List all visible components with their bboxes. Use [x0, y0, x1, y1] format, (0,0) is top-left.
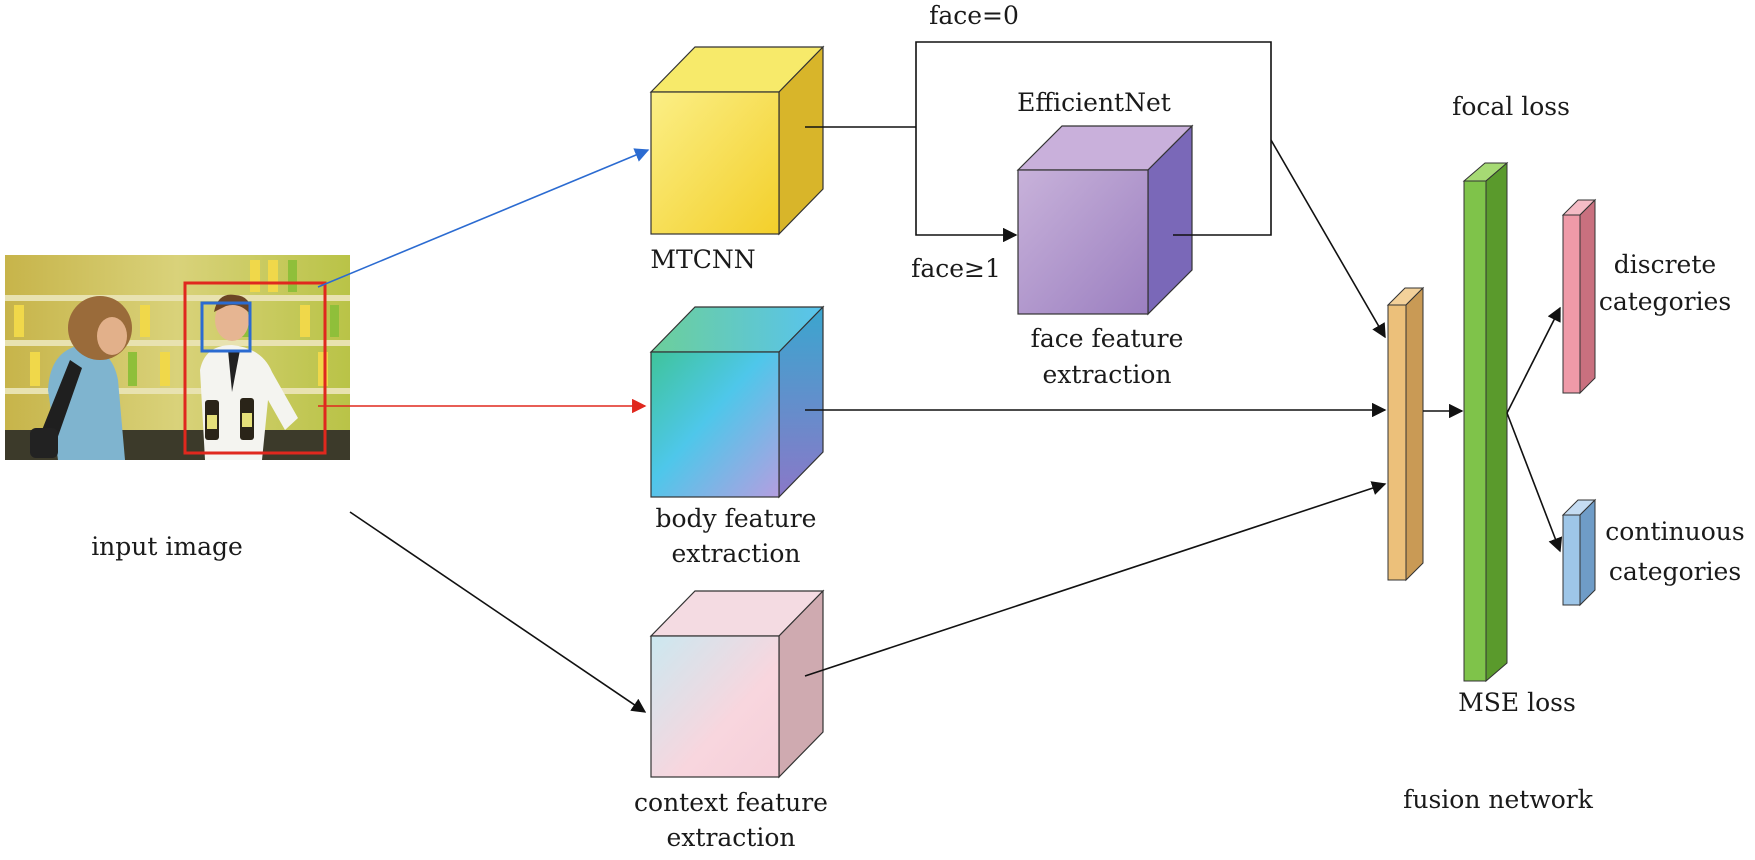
mtcnn-label: MTCNN	[650, 245, 755, 274]
fusion-layer	[1386, 286, 1425, 582]
continuous-label: continuous	[1605, 517, 1744, 546]
face-zero-label: face=0	[929, 1, 1019, 30]
face-zero-path	[915, 41, 1272, 236]
focal-loss-label: focal loss	[1452, 92, 1570, 121]
efficientnet-label: EfficientNet	[1017, 88, 1171, 117]
arrow-context-to-fusion	[804, 481, 1387, 677]
continuous-categories-layer	[1561, 498, 1597, 607]
context-feature-label-2: extraction	[667, 823, 796, 852]
loss-layer	[1462, 161, 1509, 683]
context-feature-label: context feature	[634, 788, 828, 817]
continuous-label-2: categories	[1609, 557, 1741, 586]
arrow-input-to-mtcnn	[317, 148, 650, 288]
body-feature-label-2: extraction	[672, 539, 801, 568]
arrow-loss-to-continuous	[1506, 412, 1563, 553]
body-feature-label: body feature	[656, 504, 817, 533]
arrow-loss-to-discrete	[1506, 306, 1561, 414]
mtcnn-block	[649, 45, 825, 236]
discrete-categories-layer	[1561, 198, 1597, 395]
discrete-label-2: categories	[1599, 287, 1731, 316]
context-feature-block	[649, 589, 825, 779]
input-image	[5, 255, 350, 460]
body-feature-block	[649, 305, 825, 499]
fusion-network-label: fusion network	[1403, 785, 1594, 814]
input-image-label: input image	[91, 532, 243, 561]
face-feature-label: face feature	[1031, 324, 1184, 353]
discrete-label: discrete	[1614, 250, 1716, 279]
face-feature-label-2: extraction	[1043, 360, 1172, 389]
arrow-face-to-fusion	[1270, 139, 1386, 339]
mse-loss-label: MSE loss	[1458, 688, 1576, 717]
face-ge1-path	[915, 127, 1018, 243]
efficientnet-block	[1016, 124, 1194, 316]
face-ge1-label: face≥1	[911, 254, 1001, 283]
arrow-input-to-context	[349, 511, 647, 713]
